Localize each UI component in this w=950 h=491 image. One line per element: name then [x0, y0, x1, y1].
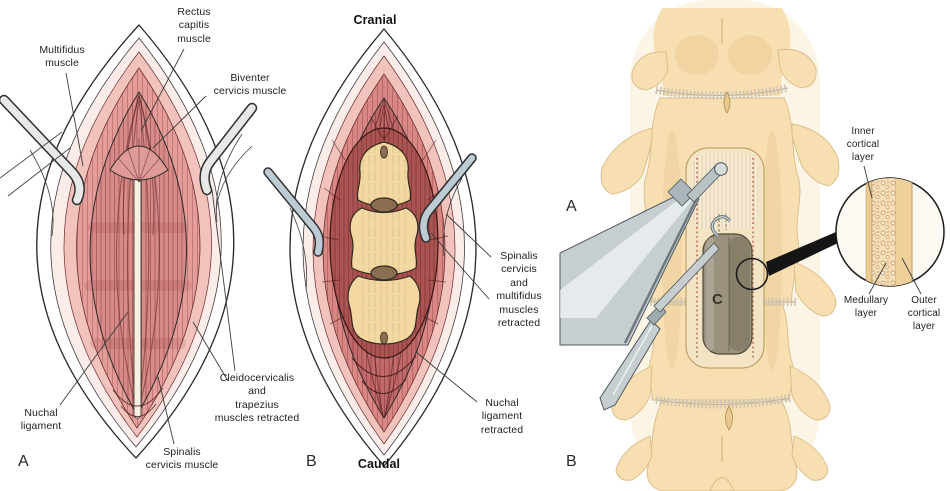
- label-multifidus-muscle: Multifidus muscle: [39, 44, 85, 70]
- burr-ball-tip: [714, 162, 728, 176]
- label-inner-cortical: Inner cortical layer: [846, 126, 880, 163]
- retractor-right-a: [199, 102, 258, 196]
- leader-lines: [59, 48, 922, 445]
- panel-a-illustration: [0, 24, 258, 459]
- panel-a-letter: A: [18, 453, 29, 470]
- panel-b-letter: B: [306, 453, 317, 470]
- label-caudal: Caudal: [357, 457, 401, 471]
- inferior-muscle-arcs: [112, 387, 164, 417]
- rectus-capitis-fan: [109, 138, 169, 183]
- magnifier-wedge: [766, 232, 838, 276]
- retractor-left-a: [0, 94, 85, 206]
- inferior-seam-lines-b: [351, 355, 417, 395]
- nuchal-ligament-shape: [133, 164, 142, 419]
- curette-instrument: [599, 215, 732, 411]
- trough-letter: C: [712, 291, 723, 308]
- retractor-left-b: [263, 167, 325, 257]
- panel-b-illustration: [263, 27, 477, 468]
- magnified-region-circle: [735, 257, 769, 291]
- label-cranial: Cranial: [353, 13, 397, 27]
- label-outer-cortical: Outer cortical layer: [907, 295, 941, 332]
- spinous-teardrops: [721, 18, 733, 462]
- retractor-right-b: [418, 153, 477, 243]
- label-cleido-trapezius: Cleidocervicalis and trapezius muscles r…: [214, 372, 300, 425]
- label-rectus-capitis: Rectus capitis muscle: [177, 6, 211, 45]
- label-nuchal-ligament: Nuchal ligament: [20, 407, 62, 433]
- cavity-fan-lines: [319, 112, 449, 325]
- skin-tension-lines-a: [0, 131, 253, 237]
- instrument-a-letter: A: [566, 198, 577, 215]
- skin-tension-lines-b: [289, 177, 463, 291]
- spine-panel-letter: B: [566, 453, 577, 470]
- label-biventer-cervicis: Biventer cervicis muscle: [213, 72, 287, 98]
- label-spinalis-multifidus-retracted: Spinalis cervicis and multifidus muscles…: [496, 250, 542, 330]
- cortical-inset: [835, 177, 945, 287]
- label-nuchal-retracted: Nuchal ligament retracted: [480, 397, 524, 436]
- label-medullary: Medullary layer: [843, 295, 889, 319]
- label-spinalis-cervicis: Spinalis cervicis muscle: [145, 446, 219, 472]
- burr-instrument: [559, 162, 728, 346]
- spine-illustration: [559, 0, 945, 491]
